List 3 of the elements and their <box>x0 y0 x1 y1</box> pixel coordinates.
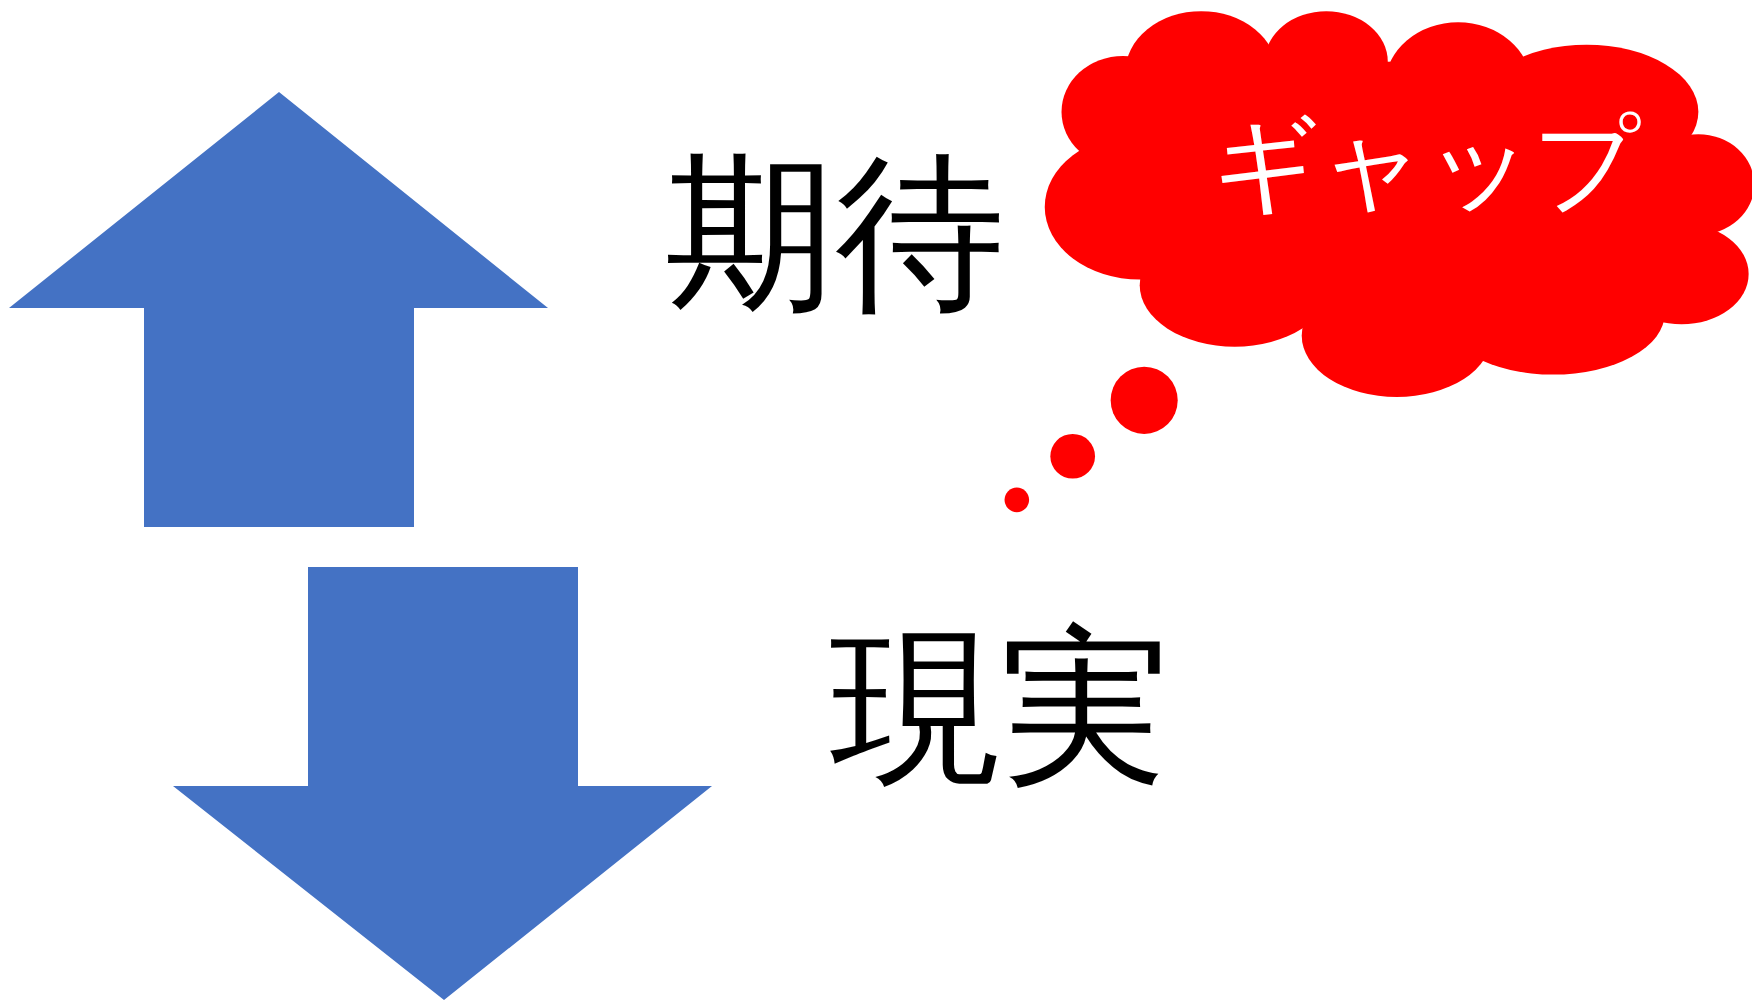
cloud-text: ギャップ <box>1212 112 1640 217</box>
heading-text: 現実 <box>830 622 1170 792</box>
heading-text: 期待 <box>665 148 1005 318</box>
